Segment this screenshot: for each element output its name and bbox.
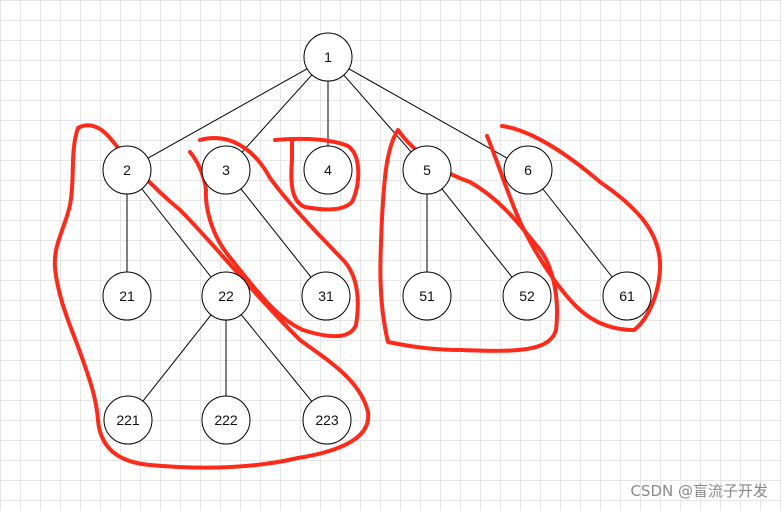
nodes-layer: 1 2 3 4 5 6 21 22 31 51 52 61 221 222 223 bbox=[102, 32, 652, 445]
node-label-5: 5 bbox=[423, 162, 431, 178]
annotation-outline-subtree-2 bbox=[52, 123, 371, 470]
edge-6-61 bbox=[542, 188, 613, 278]
node-label-4: 4 bbox=[324, 162, 332, 178]
node-circle-5 bbox=[402, 145, 452, 195]
node-221: 221 bbox=[103, 395, 153, 445]
node-222: 222 bbox=[201, 395, 251, 445]
node-label-221: 221 bbox=[116, 412, 140, 428]
edges-layer bbox=[126, 68, 613, 402]
node-4: 4 bbox=[303, 145, 353, 195]
node-label-61: 61 bbox=[619, 288, 635, 304]
edge-22-221 bbox=[142, 314, 212, 402]
node-circle-221 bbox=[103, 395, 153, 445]
node-circle-51 bbox=[402, 271, 452, 321]
node-22: 22 bbox=[201, 271, 251, 321]
node-label-31: 31 bbox=[318, 288, 334, 304]
node-5: 5 bbox=[402, 145, 452, 195]
node-21: 21 bbox=[102, 271, 152, 321]
node-51: 51 bbox=[402, 271, 452, 321]
edge-5-52 bbox=[441, 188, 513, 278]
edge-1-3 bbox=[241, 74, 313, 153]
node-223: 223 bbox=[302, 395, 352, 445]
node-circle-222 bbox=[201, 395, 251, 445]
node-circle-52 bbox=[502, 271, 552, 321]
watermark: CSDN @盲流子开发 bbox=[630, 482, 768, 500]
node-circle-61 bbox=[602, 271, 652, 321]
annotation-outline-node-4 bbox=[273, 136, 361, 212]
node-label-6: 6 bbox=[524, 162, 532, 178]
node-circle-1 bbox=[303, 32, 353, 82]
node-31: 31 bbox=[301, 271, 351, 321]
node-2: 2 bbox=[102, 145, 152, 195]
edge-1-5 bbox=[343, 74, 412, 153]
node-label-52: 52 bbox=[519, 288, 535, 304]
edge-22-223 bbox=[240, 314, 313, 402]
node-circle-6 bbox=[503, 145, 553, 195]
annotation-outline-subtree-6 bbox=[485, 124, 663, 332]
node-label-1: 1 bbox=[324, 49, 332, 65]
annotation-outline-subtree-3 bbox=[188, 136, 360, 339]
node-52: 52 bbox=[502, 271, 552, 321]
node-label-51: 51 bbox=[419, 288, 435, 304]
node-circle-3 bbox=[201, 145, 251, 195]
node-circle-4 bbox=[303, 145, 353, 195]
node-label-22: 22 bbox=[218, 288, 234, 304]
node-label-21: 21 bbox=[119, 288, 135, 304]
edge-1-2 bbox=[147, 68, 308, 159]
node-circle-21 bbox=[102, 271, 152, 321]
annotation-outline-subtree-5 bbox=[378, 128, 559, 353]
node-circle-22 bbox=[201, 271, 251, 321]
node-circle-31 bbox=[301, 271, 351, 321]
node-circle-2 bbox=[102, 145, 152, 195]
node-61: 61 bbox=[602, 271, 652, 321]
node-circle-223 bbox=[302, 395, 352, 445]
node-3: 3 bbox=[201, 145, 251, 195]
node-label-3: 3 bbox=[222, 162, 230, 178]
node-6: 6 bbox=[503, 145, 553, 195]
edge-3-31 bbox=[240, 188, 312, 278]
node-label-222: 222 bbox=[214, 412, 238, 428]
node-1: 1 bbox=[303, 32, 353, 82]
node-label-2: 2 bbox=[123, 162, 131, 178]
edge-2-22 bbox=[141, 188, 212, 278]
node-label-223: 223 bbox=[315, 412, 339, 428]
edge-1-6 bbox=[348, 68, 508, 159]
annotations-layer bbox=[52, 123, 663, 470]
